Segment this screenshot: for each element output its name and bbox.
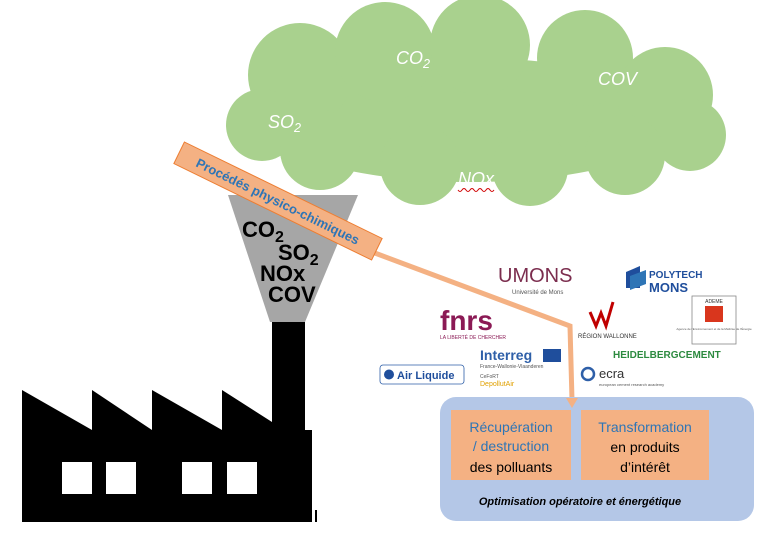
funnel-cov: COV <box>268 282 316 307</box>
funnel-gas-labels: CO2 SO2 NOx COV <box>242 217 319 307</box>
polytech-logo-bottom: MONS <box>649 280 688 295</box>
ecra-logo: ecra european cement research academy <box>580 366 664 387</box>
region-wallonne-logo: RÉGION WALLONNE <box>578 301 637 340</box>
transformation-line3: d’intérêt <box>620 459 670 475</box>
cloud-so2-label: SO2 <box>268 112 301 135</box>
polytech-logo-top: POLYTECH <box>649 270 703 281</box>
fnrs-logo: fnrs LA LIBERTÉ DE CHERCHER <box>440 305 506 341</box>
heidelbergcement-logo: HEIDELBERGCEMENT <box>613 350 721 361</box>
outcome-box-transformation: Transformation en produits d’intérêt <box>581 410 709 480</box>
cloud-gas-labels: CO2 COV SO2 NOx <box>268 48 639 192</box>
interreg-logo: Interreg France-Wallonie-Vlaanderen CeFo… <box>480 347 561 388</box>
outcome-panel: Récupération / destruction des polluants… <box>440 397 754 521</box>
fnrs-logo-subtitle: LA LIBERTÉ DE CHERCHER <box>440 334 506 341</box>
cloud-cov-label: COV <box>598 69 639 89</box>
air-liquide-logo-text: Air Liquide <box>397 370 454 382</box>
connector-arrowhead <box>566 398 578 408</box>
outcome-footer: Optimisation opératoire et énergétique <box>479 496 681 508</box>
depollutair-logo-text: DepollutAir <box>480 381 515 388</box>
air-liquide-logo: Air Liquide <box>379 364 465 385</box>
heidelbergcement-logo-text: HEIDELBERGCEMENT <box>613 350 721 361</box>
recovery-line3: des polluants <box>470 459 553 475</box>
spellcheck-underline <box>457 188 495 192</box>
funnel-nox: NOx <box>260 261 306 286</box>
ademe-logo-subtitle: Agence de l'Environnement et de la Maîtr… <box>676 326 752 331</box>
ademe-logo-text: ADEME <box>705 299 723 305</box>
recovery-line1: Récupération <box>469 419 552 435</box>
factory-windows <box>62 462 257 494</box>
cloud-nox-label: NOx <box>458 169 495 189</box>
funnel-co2: CO2 <box>242 217 284 246</box>
umons-logo: UMONS Université de Mons <box>498 265 572 296</box>
interreg-logo-subtitle: France-Wallonie-Vlaanderen <box>480 364 544 370</box>
transformation-line1: Transformation <box>598 419 692 435</box>
outcome-box-recovery: Récupération / destruction des polluants <box>451 410 571 480</box>
umons-logo-text: UMONS <box>498 265 572 287</box>
ecra-logo-text: ecra <box>599 366 625 381</box>
funnel-so2: SO2 <box>278 240 319 269</box>
transformation-line2: en produits <box>610 439 679 455</box>
umons-logo-subtitle: Université de Mons <box>512 290 563 296</box>
depollutair-logo-subtitle: CeFoRT <box>480 374 499 380</box>
pollution-cloud <box>226 0 726 206</box>
cloud-co2-label: CO2 <box>396 48 430 71</box>
ademe-logo: ADEME Agence de l'Environnement et de la… <box>676 295 752 345</box>
partner-logos: UMONS Université de Mons POLYTECH MONS f… <box>379 265 752 388</box>
interreg-logo-text: Interreg <box>480 347 532 363</box>
ecra-logo-subtitle: european cement research academy <box>599 382 664 387</box>
region-wallonne-subtitle: RÉGION WALLONNE <box>578 333 637 340</box>
polytech-mons-logo: POLYTECH MONS <box>626 266 703 295</box>
recovery-line2: / destruction <box>473 438 549 454</box>
process-connector-line <box>339 237 575 401</box>
fnrs-logo-text: fnrs <box>440 305 493 336</box>
